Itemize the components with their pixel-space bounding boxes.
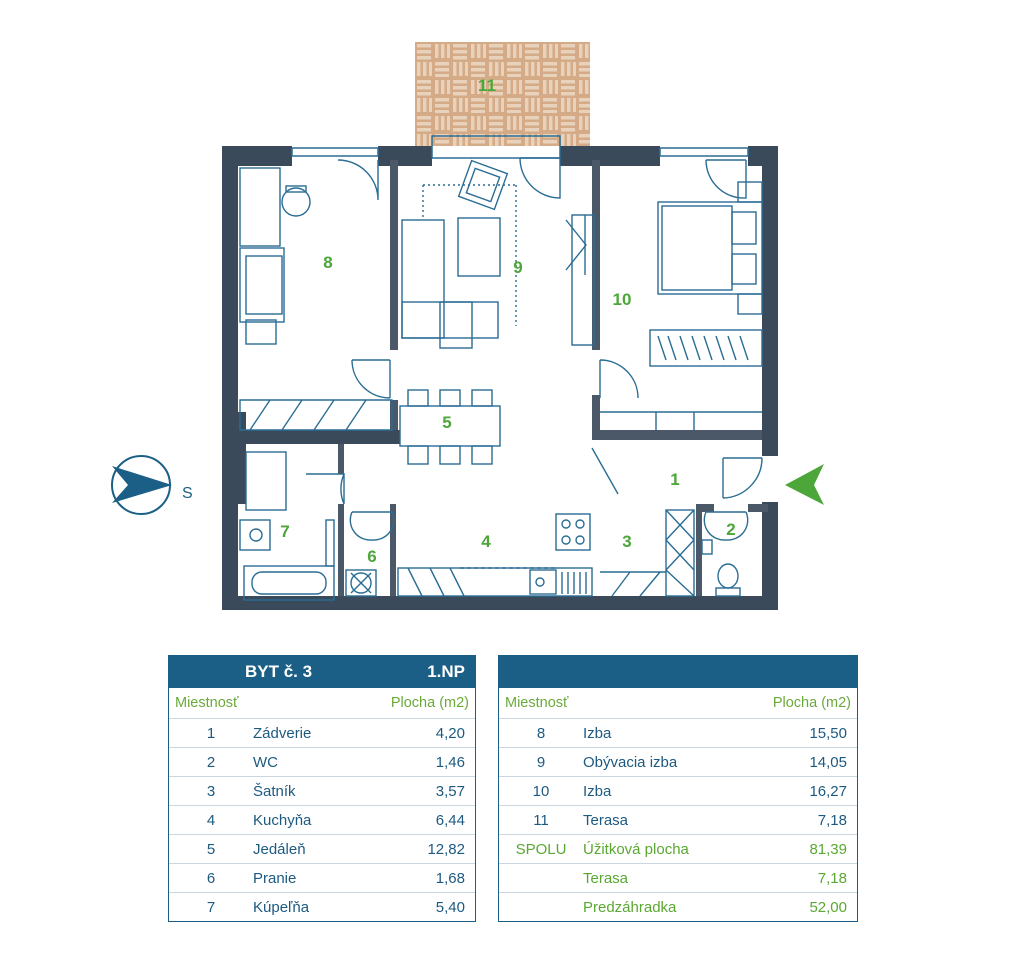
room-name-cell: WC <box>253 753 278 771</box>
room-number-cell: 10 <box>532 782 550 800</box>
room-name-cell: Predzáhradka <box>583 898 677 916</box>
room-table-left: BYT č. 3 1.NP Miestnosť Plocha (m2) 1 Zád… <box>168 655 476 922</box>
room-name-cell: Šatník <box>253 782 296 800</box>
col-room-header: Miestnosť <box>175 695 239 711</box>
room-label: 7 <box>280 522 289 541</box>
table-row: 11 Terasa 7,18 <box>499 806 857 835</box>
room-area-cell: 14,05 <box>809 753 847 771</box>
windows <box>291 135 749 159</box>
table-row: 8 Izba 15,50 <box>499 719 857 748</box>
terrace-area <box>415 42 590 146</box>
furniture <box>239 159 763 601</box>
table-row: Predzáhradka 52,00 <box>499 893 857 921</box>
room-area-cell: 7,18 <box>817 869 847 887</box>
room-name-cell: Izba <box>583 782 612 800</box>
room-name-cell: Úžitková plocha <box>583 840 689 858</box>
col-area-header: Plocha (m2) <box>772 695 851 711</box>
table-header: BYT č. 3 1.NP <box>169 656 475 688</box>
table-row: 1 Zádverie 4,20 <box>169 719 475 748</box>
room-number-cell: SPOLU <box>515 840 567 858</box>
room-number-cell: 9 <box>536 753 546 771</box>
table-row: 4 Kuchyňa 6,44 <box>169 806 475 835</box>
room-area-cell: 52,00 <box>809 898 847 916</box>
room-area-cell: 16,27 <box>809 782 847 800</box>
room-label: 10 <box>613 290 632 309</box>
room-label: 5 <box>442 413 451 432</box>
table-row: 5 Jedáleň 12,82 <box>169 835 475 864</box>
room-area-cell: 1,46 <box>435 753 465 771</box>
table-body: 1 Zádverie 4,20 2 WC 1,46 3 Šatník 3,57 4 Kuchyňa 6… <box>169 719 475 921</box>
room-name-cell: Zádverie <box>253 724 312 742</box>
doors <box>306 157 763 541</box>
room-label: 4 <box>481 532 491 551</box>
room-label: 6 <box>367 547 376 566</box>
room-name-cell: Obývacia izba <box>583 753 678 771</box>
inner-walls <box>338 160 768 596</box>
table-row: 6 Pranie 1,68 <box>169 864 475 893</box>
compass-arrow-icon <box>112 466 172 503</box>
entrance-arrow-icon <box>785 464 824 505</box>
room-area-cell: 5,40 <box>435 898 465 916</box>
col-area-header: Plocha (m2) <box>390 695 469 711</box>
compass: S <box>111 455 193 515</box>
table-row: 10 Izba 16,27 <box>499 777 857 806</box>
room-number-cell: 6 <box>206 869 216 887</box>
room-name-cell: Pranie <box>253 869 297 887</box>
table-row: Terasa 7,18 <box>499 864 857 893</box>
room-name-cell: Kúpeľňa <box>253 898 310 916</box>
room-area-cell: 12,82 <box>427 840 465 858</box>
room-area-cell: 6,44 <box>435 811 465 829</box>
apartment-title: BYT č. 3 <box>245 662 313 681</box>
room-number-cell: 11 <box>533 811 549 829</box>
table-header <box>499 656 857 688</box>
room-number-cell: 7 <box>206 898 216 916</box>
table-row: 7 Kúpeľňa 5,40 <box>169 893 475 921</box>
table-row: SPOLU Úžitková plocha 81,39 <box>499 835 857 864</box>
room-number-cell: 3 <box>206 782 216 800</box>
room-area-cell: 1,68 <box>435 869 465 887</box>
room-label: 9 <box>513 258 522 277</box>
room-area-cell: 7,18 <box>817 811 847 829</box>
table-row: 2 WC 1,46 <box>169 748 475 777</box>
room-label: 8 <box>323 253 332 272</box>
table-row: 3 Šatník 3,57 <box>169 777 475 806</box>
floor-label: 1.NP <box>427 662 465 681</box>
table-row: 9 Obývacia izba 14,05 <box>499 748 857 777</box>
room-labels: 1 2 3 4 5 6 7 8 9 10 11 <box>280 76 735 566</box>
room-number-cell: 8 <box>536 724 546 742</box>
room-area-cell: 4,20 <box>435 724 465 742</box>
room-label: 11 <box>478 76 496 95</box>
col-room-header: Miestnosť <box>505 695 569 711</box>
room-name-cell: Terasa <box>583 811 629 829</box>
room-label: 3 <box>622 532 631 551</box>
column-headers: Miestnosť Plocha (m2) <box>499 688 857 719</box>
room-area-cell: 81,39 <box>809 840 847 858</box>
room-label: 2 <box>726 520 735 539</box>
room-name-cell: Kuchyňa <box>253 811 312 829</box>
room-number-cell: 1 <box>206 724 216 742</box>
room-name-cell: Jedáleň <box>253 840 306 858</box>
room-number-cell: 2 <box>206 753 216 771</box>
column-headers: Miestnosť Plocha (m2) <box>169 688 475 719</box>
outer-walls <box>222 146 778 610</box>
room-number-cell: 5 <box>206 840 216 858</box>
room-number-cell: 4 <box>206 811 216 829</box>
room-area-cell: 3,57 <box>435 782 465 800</box>
room-name-cell: Terasa <box>583 869 629 887</box>
room-name-cell: Izba <box>583 724 612 742</box>
room-label: 1 <box>670 470 679 489</box>
room-area-cell: 15,50 <box>809 724 847 742</box>
compass-label: S <box>182 485 193 502</box>
floor-plan: 1 2 3 4 5 6 7 8 9 10 11 S <box>111 42 824 610</box>
